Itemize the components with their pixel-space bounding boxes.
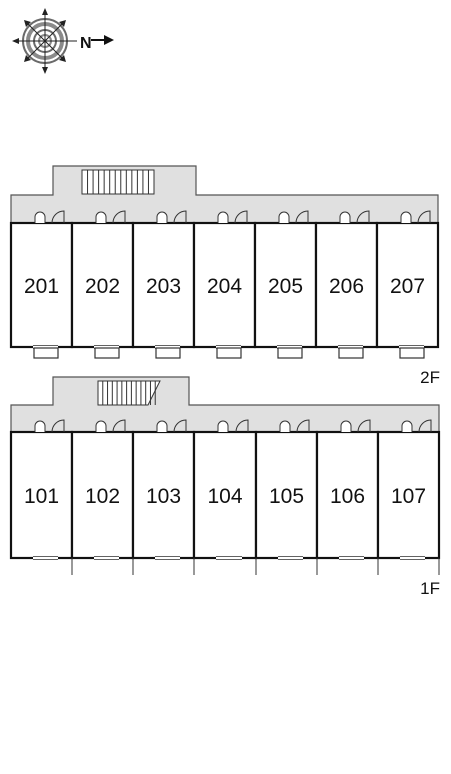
room-number: 205 [268, 275, 303, 298]
floor-label: 1F [420, 579, 440, 598]
door-icon [51, 210, 65, 224]
room-204: 204 [192, 210, 257, 359]
meter-box-icon [279, 420, 291, 432]
floor-2f: 201 202 203 204 205 206 207 2F [9, 165, 440, 387]
meter-box-icon [278, 211, 290, 223]
room-203: 203 [131, 210, 196, 359]
room-outline [375, 221, 440, 349]
room-number: 203 [146, 275, 181, 298]
door-icon [234, 210, 248, 224]
room-202: 202 [70, 210, 135, 359]
meter-box-icon [156, 211, 168, 223]
room-outline [9, 430, 74, 560]
meter-box-icon [401, 420, 413, 432]
room-number: 105 [269, 485, 304, 508]
door-icon [173, 419, 187, 433]
stairs-icon [97, 380, 161, 406]
balcony [155, 347, 181, 359]
balcony [338, 347, 364, 359]
meter-box-icon [34, 211, 46, 223]
door-icon [417, 210, 431, 224]
door-icon [295, 210, 309, 224]
room-number: 107 [391, 485, 426, 508]
room-number: 207 [390, 275, 425, 298]
door-icon [112, 419, 126, 433]
floor-label: 2F [420, 368, 440, 387]
door-icon [357, 419, 371, 433]
door-icon [356, 210, 370, 224]
room-number: 102 [85, 485, 120, 508]
room-number: 106 [330, 485, 365, 508]
room-number: 104 [207, 485, 242, 508]
room-201: 201 [9, 210, 74, 359]
room-outline [70, 430, 135, 560]
room-107: 107 [376, 419, 441, 560]
door-icon [418, 419, 432, 433]
room-number: 202 [85, 275, 120, 298]
room-outline [131, 221, 196, 349]
room-101: 101 [9, 419, 74, 560]
meter-box-icon [34, 420, 46, 432]
balcony [277, 347, 303, 359]
room-104: 104 [192, 419, 258, 560]
door-icon [235, 419, 249, 433]
door-icon [173, 210, 187, 224]
room-number: 201 [24, 275, 59, 298]
room-number: 103 [146, 485, 181, 508]
room-outline [192, 430, 258, 560]
room-outline [315, 430, 380, 560]
room-206: 206 [314, 210, 379, 359]
room-outline [376, 430, 441, 560]
room-number: 206 [329, 275, 364, 298]
meter-box-icon [217, 211, 229, 223]
room-105: 105 [254, 419, 319, 560]
balcony [399, 347, 425, 359]
room-number: 204 [207, 275, 242, 298]
compass-rose-icon [12, 8, 77, 74]
room-outline [192, 221, 257, 349]
room-102: 102 [70, 419, 135, 560]
meter-box-icon [400, 211, 412, 223]
room-207: 207 [375, 210, 440, 359]
balcony [33, 347, 59, 359]
door-icon [112, 210, 126, 224]
balcony [94, 347, 120, 359]
meter-box-icon [95, 420, 107, 432]
meter-box-icon [95, 211, 107, 223]
floor-1f: 101 102 103 104 105 106 107 1F [9, 376, 441, 598]
north-arrow-icon [91, 35, 114, 45]
meter-box-icon [339, 211, 351, 223]
door-icon [296, 419, 310, 433]
meter-box-icon [340, 420, 352, 432]
room-205: 205 [253, 210, 318, 359]
stairs-icon [81, 169, 155, 195]
meter-box-icon [217, 420, 229, 432]
meter-box-icon [156, 420, 168, 432]
balcony [216, 347, 242, 359]
compass-label: N [80, 35, 92, 52]
door-icon [51, 419, 65, 433]
room-106: 106 [315, 419, 380, 560]
room-103: 103 [131, 419, 196, 560]
room-number: 101 [24, 485, 59, 508]
